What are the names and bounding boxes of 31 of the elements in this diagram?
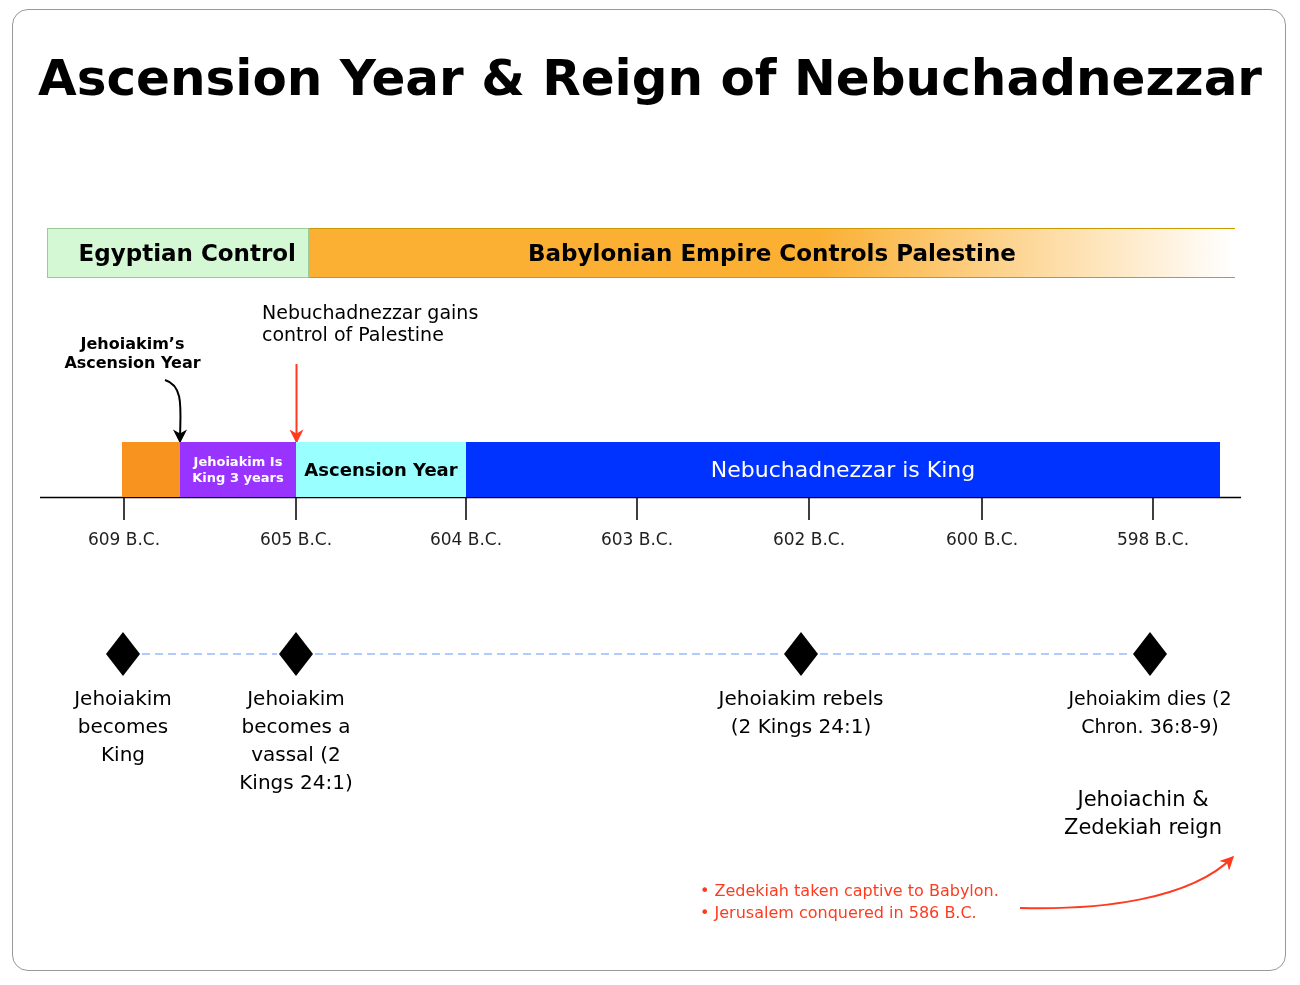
- timeline-bar: [122, 442, 180, 497]
- timeline-bar: Ascension Year: [296, 442, 466, 497]
- event-caption: Jehoiakim rebels (2 Kings 24:1): [716, 685, 885, 740]
- annotation-text: Nebuchadnezzar gains control of Palestine: [262, 295, 527, 350]
- band: Egyptian Control: [47, 228, 309, 278]
- timeline-bar: Nebuchadnezzar is King: [466, 442, 1220, 497]
- tick-label: 604 B.C.: [428, 528, 504, 551]
- event-diamond: [1133, 632, 1167, 676]
- tick-label: 609 B.C.: [86, 528, 162, 551]
- band: Babylonian Empire Controls Palestine: [309, 228, 1235, 278]
- tick-label: 602 B.C.: [771, 528, 847, 551]
- event-diamond: [784, 632, 818, 676]
- event-caption: Jehoiakim dies (2 Chron. 36:8-9): [1066, 686, 1233, 739]
- tick-label: 605 B.C.: [258, 528, 334, 551]
- event-caption: Jehoiakim becomes a vassal (2 Kings 24:1): [238, 685, 354, 796]
- connector-line: [141, 653, 278, 655]
- title: Ascension Year & Reign of Nebuchadnezzar: [36, 47, 1264, 109]
- timeline-bar: Jehoiakim Is King 3 years: [180, 442, 296, 497]
- note-text: • Jerusalem conquered in 586 B.C.: [700, 902, 978, 924]
- annotation-text: Jehoiachin & Zedekiah reign: [1053, 770, 1233, 855]
- annotation-text: Jehoiakim’s Ascension Year: [50, 328, 215, 378]
- tick-label: 603 B.C.: [599, 528, 675, 551]
- event-diamond: [106, 632, 140, 676]
- arrow: [1019, 856, 1235, 910]
- tick-label: 598 B.C.: [1115, 528, 1191, 551]
- event-caption: Jehoiakim becomes King: [72, 685, 173, 768]
- arrow: [164, 379, 188, 444]
- event-diamond: [279, 632, 313, 676]
- note-text: • Zedekiah taken captive to Babylon.: [700, 880, 1000, 902]
- tick-label: 600 B.C.: [944, 528, 1020, 551]
- arrow: [289, 363, 304, 444]
